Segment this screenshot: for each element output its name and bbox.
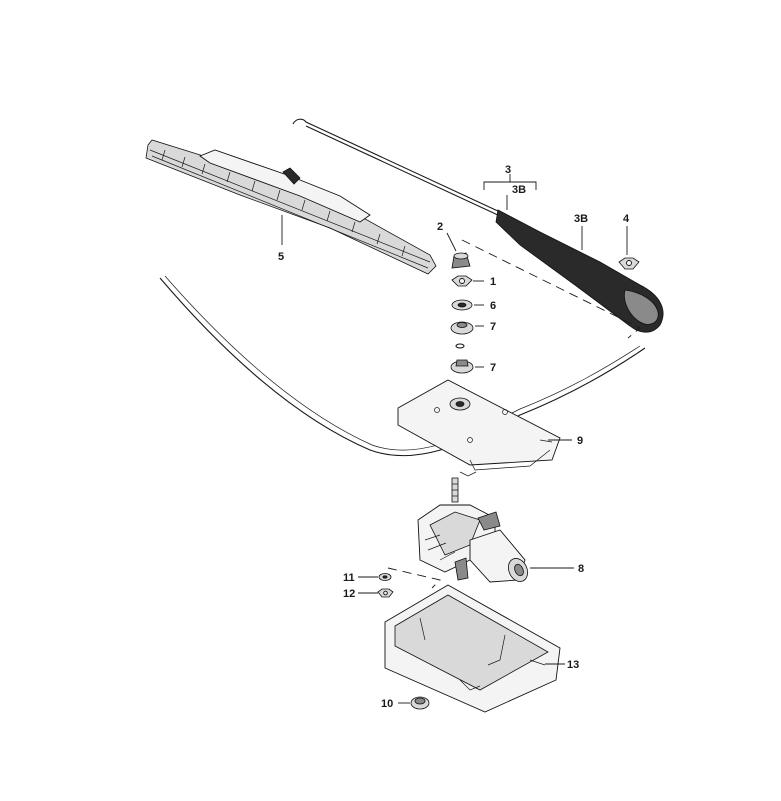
bushing-7-lower (450, 359, 474, 374)
callout-1: 1 (490, 276, 496, 288)
callout-12: 12 (343, 588, 355, 600)
mounting-plate (397, 379, 561, 477)
nut-4 (618, 257, 640, 270)
callout-3b-bracket: 3B (512, 184, 526, 196)
callout-11: 11 (343, 572, 355, 584)
callout-7-upper: 7 (490, 321, 496, 333)
callout-3: 3 (505, 164, 511, 176)
leader-lines (281, 174, 628, 704)
washer-11 (378, 573, 392, 581)
callout-3b: 3B (574, 213, 588, 225)
wiper-motor (417, 477, 529, 583)
nut-12 (377, 588, 394, 598)
bushing-7-upper (450, 321, 474, 335)
callout-6: 6 (490, 300, 496, 312)
callout-8: 8 (578, 563, 584, 575)
wiper-arm (292, 118, 664, 333)
wiper-blade (145, 139, 437, 275)
grommet-10 (410, 696, 430, 710)
callout-7-lower: 7 (490, 362, 496, 374)
callout-9: 9 (577, 435, 583, 447)
callout-13: 13 (567, 659, 579, 671)
callout-5: 5 (278, 251, 284, 263)
spindle-cap (451, 252, 471, 269)
windshield-outline-inner (164, 275, 641, 451)
alignment-dash-line (461, 239, 641, 339)
motor-cover (384, 584, 561, 713)
o-ring (455, 343, 465, 349)
callout-2: 2 (437, 221, 443, 233)
motor-dash-line (387, 567, 441, 589)
windshield-outline (159, 277, 646, 457)
hex-nut (451, 275, 473, 287)
callout-4: 4 (623, 213, 630, 225)
callout-10: 10 (381, 698, 393, 710)
washer-6 (451, 299, 473, 311)
